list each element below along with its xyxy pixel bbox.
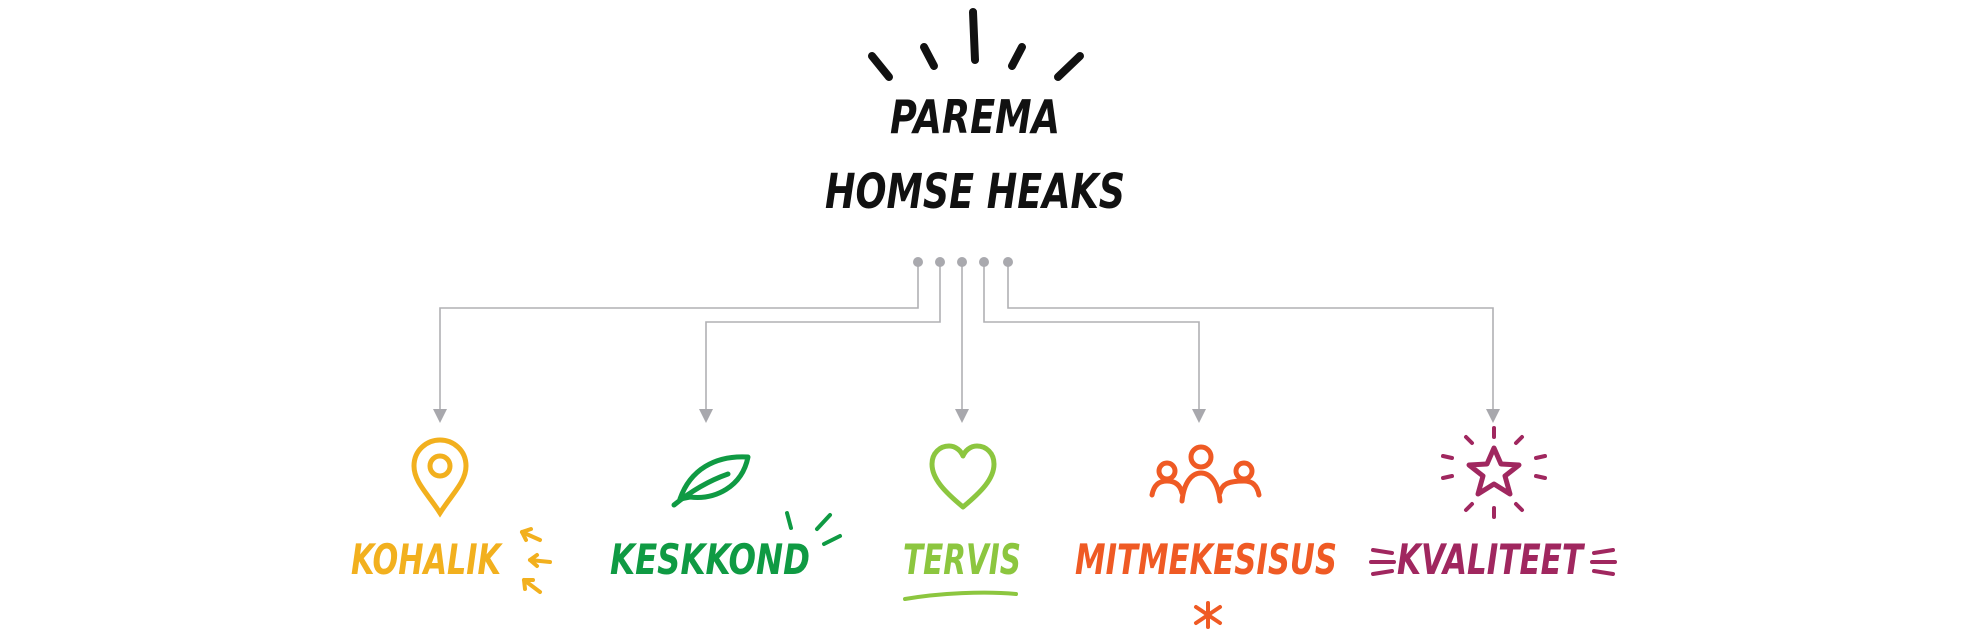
arrow-head-icon (1192, 409, 1206, 423)
sparkle-decoration-icon (785, 511, 842, 546)
connector-line (439, 262, 919, 413)
hub-dot (935, 257, 945, 267)
connector-line (705, 262, 941, 413)
underline-decoration-icon (903, 590, 1018, 601)
value-label-kvaliteet: KVALITEET (1397, 535, 1585, 584)
hub-dots (913, 257, 1013, 267)
value-label-kohalik: KOHALIK (351, 535, 503, 584)
leaf-icon (671, 454, 751, 508)
hub-dot (957, 257, 967, 267)
title-line-1: PAREMA (890, 90, 1060, 144)
location-pin-icon (411, 437, 469, 518)
people-icon (1149, 444, 1262, 504)
asterisk-decoration-icon (1194, 601, 1222, 629)
star-icon (1466, 445, 1522, 497)
hub-dot (913, 257, 923, 267)
value-label-keskkond: KESKKOND (610, 535, 810, 584)
connector-lines (433, 262, 1500, 423)
value-label-tervis: TERVIS (903, 535, 1021, 584)
hub-dot (979, 257, 989, 267)
arrow-head-icon (1486, 409, 1500, 423)
hub-dot (1003, 257, 1013, 267)
arrow-head-icon (955, 409, 969, 423)
value-label-mitmekesisus: MITMEKESISUS (1075, 535, 1337, 584)
connector-line (983, 262, 1200, 413)
title-line-2: HOMSE HEAKS (825, 164, 1125, 220)
connector-line (1007, 262, 1494, 413)
speed-lines-decoration-icon (1369, 548, 1617, 576)
heart-icon (929, 443, 997, 510)
star-burst-icon (1441, 426, 1547, 519)
arrow-head-icon (433, 409, 447, 423)
arrow-head-icon (699, 409, 713, 423)
arrows-decoration-icon (520, 527, 552, 594)
burst-icon (868, 8, 1084, 81)
